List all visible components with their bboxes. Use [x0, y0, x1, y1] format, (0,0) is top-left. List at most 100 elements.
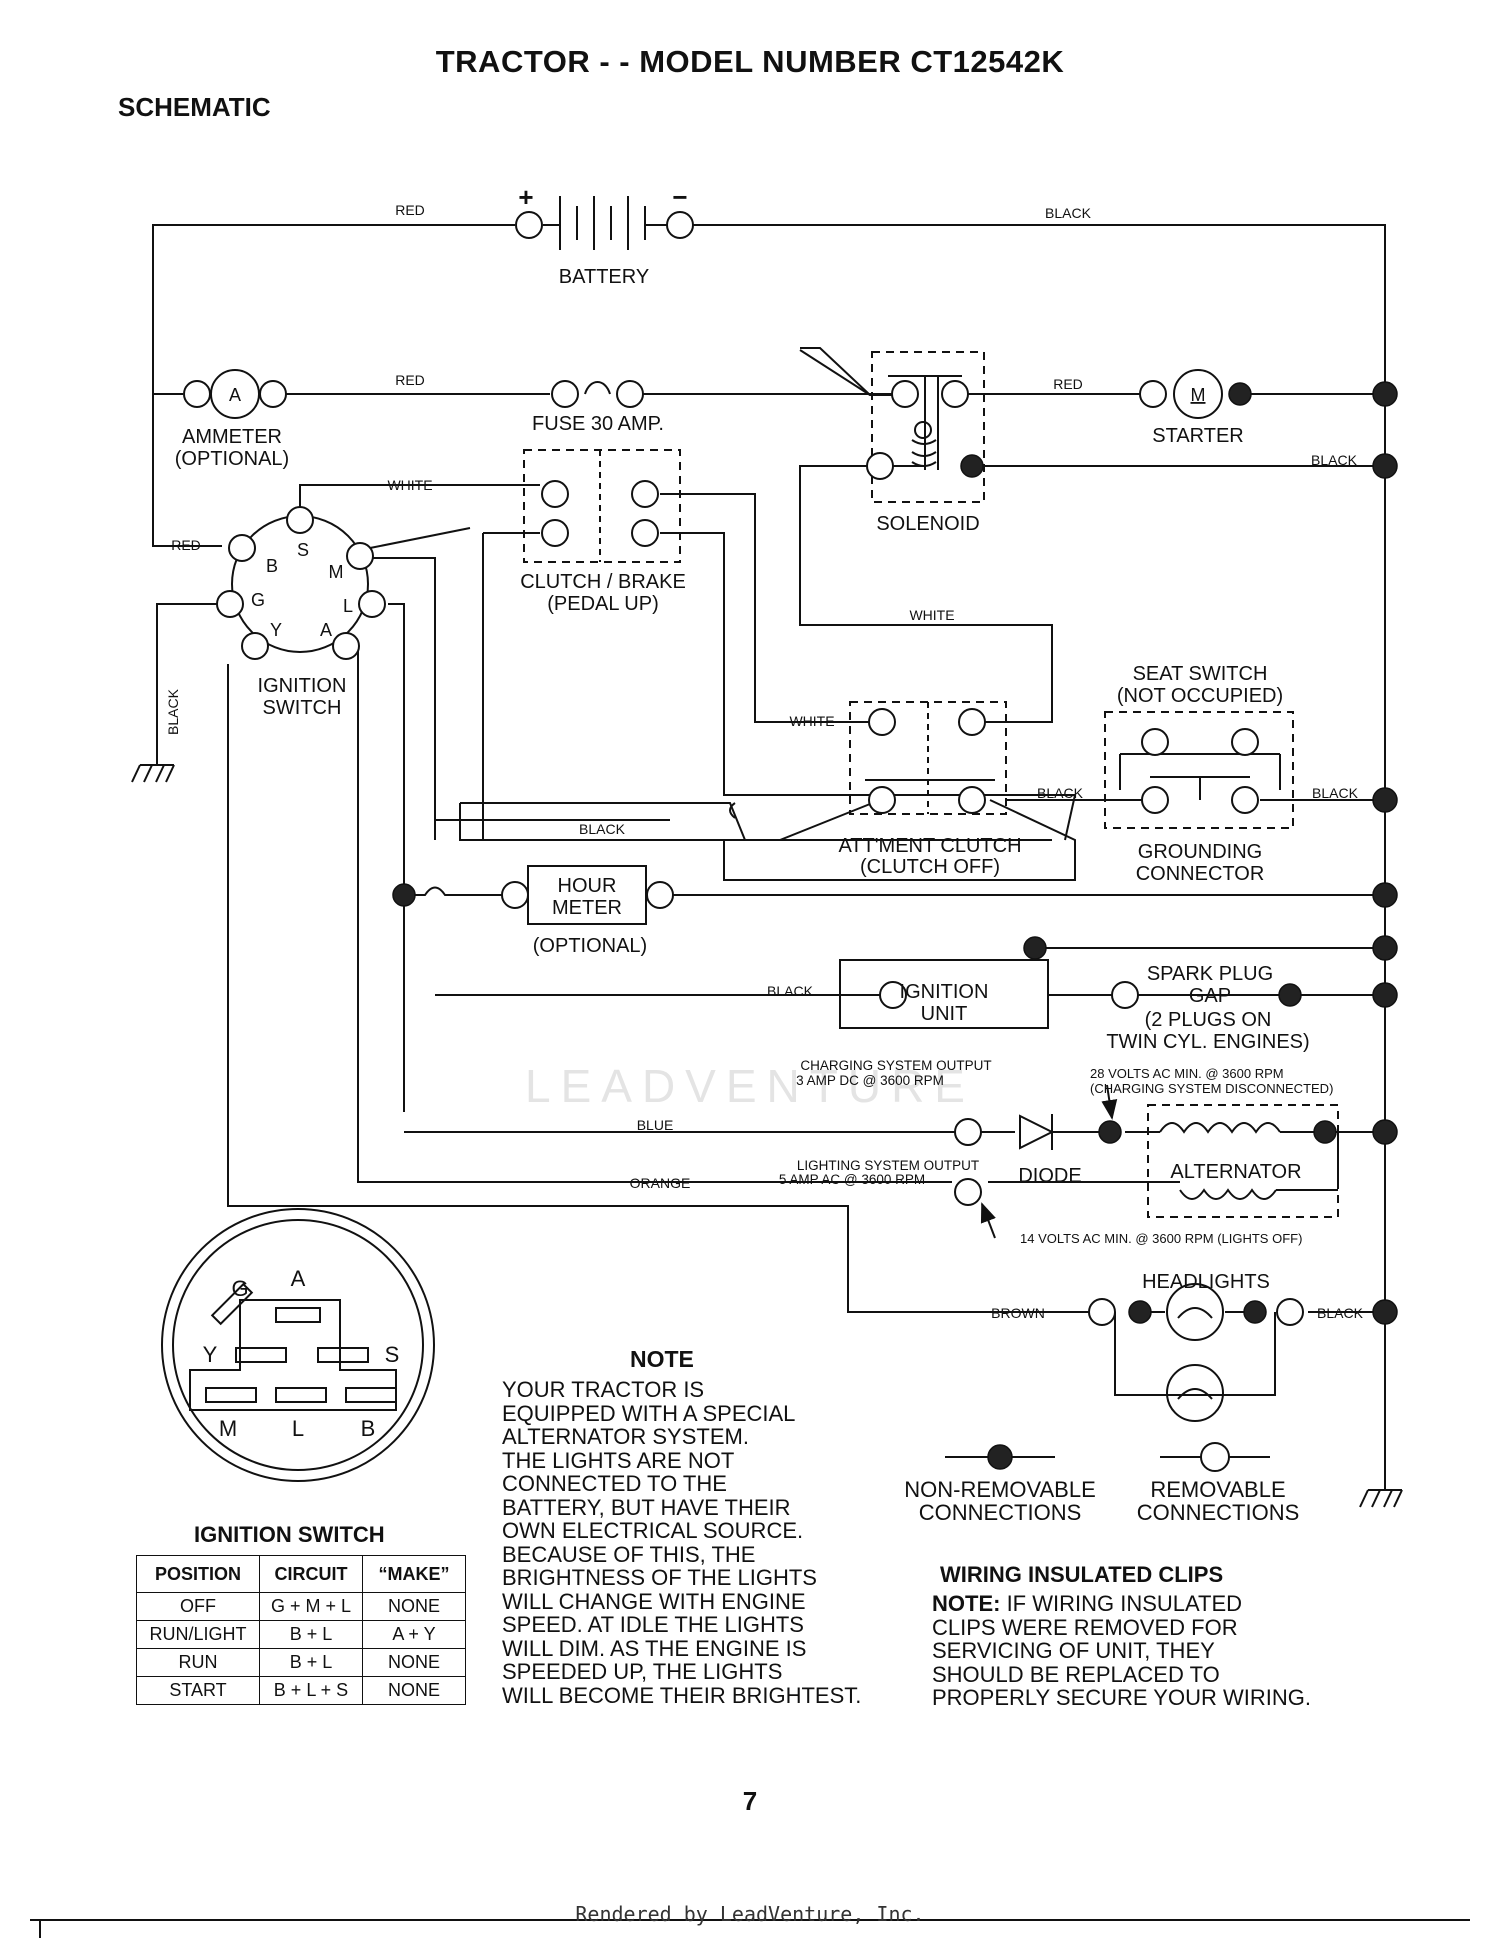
- note-line: WILL CHANGE WITH ENGINE: [502, 1588, 806, 1614]
- wire-label-white-attment: WHITE: [789, 713, 834, 729]
- diode-label: DIODE: [1018, 1165, 1081, 1187]
- table-cell: NONE: [362, 1592, 466, 1621]
- solenoid-terminal-starter: [941, 380, 969, 408]
- ignition-switch-table: POSITION CIRCUIT “MAKE” OFF G + M + L NO…: [136, 1555, 466, 1705]
- ammeter-symbol-label: A: [229, 385, 241, 405]
- wire-black-attment: [459, 803, 871, 841]
- fuse-terminal-2: [616, 380, 644, 408]
- seat-switch-label: SEAT SWITCH: [1133, 663, 1268, 685]
- ignition-switch-table-title: IGNITION SWITCH: [194, 1522, 385, 1547]
- table-cell: B + L: [259, 1620, 363, 1649]
- alternator-label: ALTERNATOR: [1170, 1161, 1301, 1183]
- wire-label-black-ignition: BLACK: [767, 983, 814, 999]
- spark-plugs-count-label: (2 PLUGS ON: [1145, 1009, 1272, 1031]
- table-cell: NONE: [362, 1676, 466, 1705]
- note-line: THE LIGHTS ARE NOT: [502, 1447, 735, 1473]
- wire-orange-A: [357, 646, 952, 1183]
- face-label-B: B: [361, 1416, 376, 1441]
- table-cell: B + L + S: [259, 1676, 363, 1705]
- battery-terminal-minus: [666, 211, 694, 239]
- lighting-output-terminal: [954, 1178, 982, 1206]
- ammeter-symbol: [210, 369, 260, 419]
- starter-symbol-label: M: [1191, 385, 1206, 405]
- wire-label-black-seat-ground: BLACK: [1312, 785, 1359, 801]
- terminal-label-M: M: [329, 562, 344, 582]
- legend-removable-circle: [1200, 1442, 1230, 1472]
- face-label-G: G: [231, 1276, 248, 1301]
- wire-label-white-solenoid: WHITE: [909, 607, 954, 623]
- terminal-label-Y: Y: [270, 620, 282, 640]
- wire-label-brown: BROWN: [991, 1305, 1045, 1321]
- table-header: POSITION: [136, 1555, 260, 1593]
- note-heading: NOTE: [630, 1346, 694, 1372]
- wire-label-black-attment-seat: BLACK: [1037, 785, 1084, 801]
- terminal-label-B: B: [266, 556, 278, 576]
- battery-label: BATTERY: [559, 266, 649, 288]
- ignition-unit-label-2: UNIT: [921, 1003, 968, 1025]
- switch-terminal-B: [228, 534, 256, 562]
- seat-switch-state-label: (NOT OCCUPIED): [1117, 685, 1283, 707]
- attment-clutch-state-label: (CLUTCH OFF): [860, 856, 1000, 878]
- switch-terminal-L: [358, 590, 386, 618]
- face-label-A: A: [291, 1266, 306, 1291]
- wire-white-clutchbrake-attment: [660, 493, 870, 723]
- lighting-output-label: LIGHTING SYSTEM OUTPUT: [797, 1158, 979, 1173]
- table-cell: RUN: [136, 1648, 260, 1677]
- wire-label-black-solenoid: BLACK: [1311, 452, 1358, 468]
- charging-output-label: CHARGING SYSTEM OUTPUT: [800, 1058, 991, 1073]
- legend-removable-label-2: CONNECTIONS: [1137, 1500, 1300, 1525]
- wire-red-battery: [152, 224, 515, 395]
- table-header: “MAKE”: [362, 1555, 466, 1593]
- terminal-label-G: G: [251, 590, 265, 610]
- note-line: BECAUSE OF THIS, THE: [502, 1541, 756, 1567]
- legend-non-removable-label: NON-REMOVABLE: [904, 1477, 1096, 1502]
- wire-label-black-G: BLACK: [165, 688, 181, 735]
- wire-black-ground-bus: [692, 224, 1386, 1470]
- table-cell: START: [136, 1676, 260, 1705]
- grounding-connector-label: GROUNDING: [1138, 841, 1262, 863]
- table-row: OFF G + M + L NONE: [136, 1592, 466, 1621]
- page-title: TRACTOR - - MODEL NUMBER CT12542K: [435, 44, 1065, 79]
- wire-label-black-headlights: BLACK: [1317, 1305, 1364, 1321]
- wire-label-orange: ORANGE: [630, 1175, 691, 1191]
- note-line: SPEED. AT IDLE THE LIGHTS: [502, 1612, 804, 1637]
- fuse-label: FUSE 30 AMP.: [532, 413, 664, 435]
- wire-label-white-S: WHITE: [387, 477, 432, 493]
- wire-hour-meter: [404, 886, 510, 896]
- note-line: OWN ELECTRICAL SOURCE.: [502, 1518, 804, 1543]
- wiring-clips-line: SHOULD BE REPLACED TO: [932, 1661, 1220, 1687]
- note-line: CONNECTED TO THE: [502, 1471, 727, 1496]
- wiring-clips-line: IF WIRING INSULATED: [1000, 1591, 1243, 1616]
- note-line: WILL BECOME THEIR BRIGHTEST.: [502, 1682, 862, 1708]
- page-number: 7: [742, 1786, 758, 1816]
- wire-label-red-B: RED: [171, 537, 201, 553]
- face-label-L: L: [292, 1416, 304, 1441]
- table-cell: G + M + L: [259, 1592, 363, 1621]
- table-row: RUN B + L NONE: [136, 1648, 466, 1677]
- charging-output-terminal: [954, 1118, 982, 1146]
- table-row: RUN/LIGHT B + L A + Y: [136, 1620, 466, 1649]
- schematic-heading: SCHEMATIC: [118, 92, 271, 122]
- note-body: YOUR TRACTOR IS EQUIPPED WITH A SPECIAL …: [502, 1378, 932, 1707]
- face-label-M: M: [219, 1416, 237, 1441]
- legend-removable-label: REMOVABLE: [1150, 1477, 1285, 1502]
- ignition-switch-label-2: SWITCH: [263, 697, 342, 719]
- wire-white-solenoid-attment: [799, 465, 1053, 723]
- spark-plug-label: SPARK PLUG: [1147, 963, 1273, 985]
- wiring-clips-line: SERVICING OF UNIT, THEY: [932, 1638, 1215, 1663]
- wire-label-red-battery: RED: [395, 202, 425, 218]
- table-header: CIRCUIT: [259, 1555, 363, 1593]
- fuse-terminal-1: [551, 380, 579, 408]
- spark-twin-cyl-label: TWIN CYL. ENGINES): [1106, 1031, 1309, 1053]
- wire-brown-Y-headlights: [227, 664, 1115, 1313]
- ignition-switch-face-outer: [161, 1208, 435, 1482]
- wire-red-ammeter-to-switch-B: [152, 394, 222, 547]
- starter-label: STARTER: [1152, 425, 1244, 447]
- note-line: WILL DIM. AS THE ENGINE IS: [502, 1635, 807, 1661]
- table-cell: RUN/LIGHT: [136, 1620, 260, 1649]
- wiring-clips-note-lead: NOTE:: [932, 1591, 1001, 1616]
- footer-credit: Rendered by LeadVenture, Inc.: [575, 1902, 925, 1926]
- switch-terminal-Y: [241, 632, 269, 660]
- switch-terminal-M: [346, 542, 374, 570]
